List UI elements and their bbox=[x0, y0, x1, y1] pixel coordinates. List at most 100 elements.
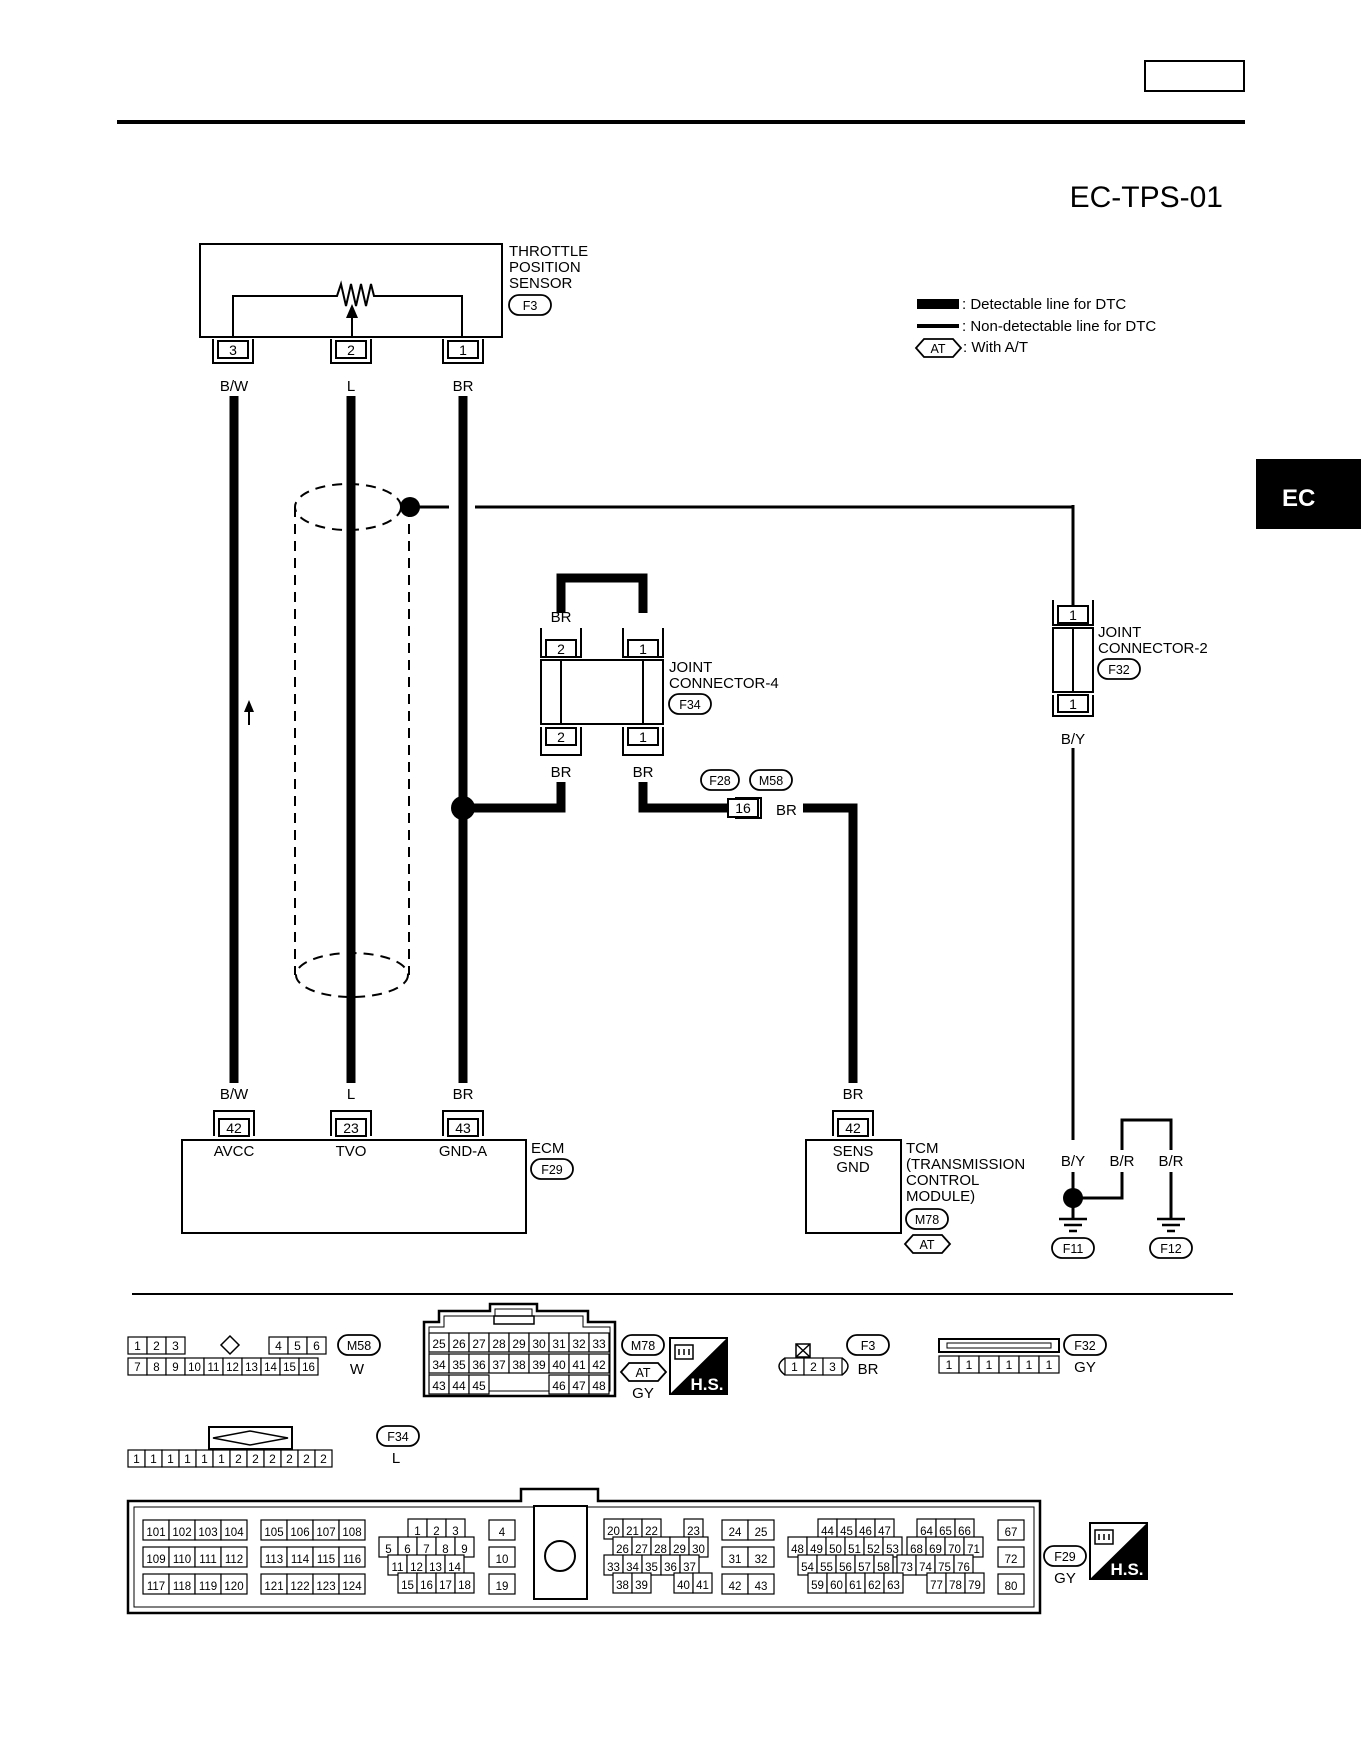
m78-pin-number: 25 bbox=[432, 1337, 446, 1351]
f29-pin-number: 3 bbox=[452, 1526, 458, 1538]
f29-pin-number: 122 bbox=[290, 1581, 309, 1593]
m78-tag bbox=[621, 1334, 665, 1356]
m58-pin-number: 8 bbox=[153, 1362, 159, 1374]
m78-pin-number: 32 bbox=[572, 1337, 586, 1351]
f29-pin-number: 38 bbox=[616, 1580, 629, 1592]
m58-key-icon bbox=[219, 1334, 241, 1356]
f29-pin-number: 119 bbox=[199, 1581, 217, 1593]
f29-pin-number: 103 bbox=[198, 1527, 217, 1539]
joint2-connector-id: F32 bbox=[1108, 663, 1130, 677]
sensor-pin-2-housing bbox=[330, 339, 372, 364]
f29-pin-cell bbox=[747, 1519, 775, 1541]
tcm-pin-42-number: 42 bbox=[845, 1120, 861, 1136]
f29-pin-number: 13 bbox=[429, 1562, 442, 1574]
wire-br-splice-to-joint4[interactable] bbox=[463, 782, 566, 813]
ecm-terminal-avcc: AVCC bbox=[214, 1143, 255, 1160]
f29-pin-number: 24 bbox=[729, 1527, 742, 1539]
joint4-name-line-2: CONNECTOR-4 bbox=[669, 675, 779, 692]
f34-pin-number: 2 bbox=[252, 1452, 259, 1466]
m58-pin-number: 1 bbox=[134, 1339, 141, 1353]
legend-with-at-label: : With A/T bbox=[963, 339, 1028, 356]
f29-pin-number: 115 bbox=[317, 1554, 335, 1566]
joint4-top-loop-wire[interactable] bbox=[556, 573, 648, 613]
f29-pin-number: 33 bbox=[607, 1562, 620, 1574]
wire-br-inline-to-tcm[interactable] bbox=[803, 803, 858, 1083]
m78-pin-number: 29 bbox=[512, 1337, 526, 1351]
f29-pin-number: 74 bbox=[919, 1562, 932, 1574]
m58-color: W bbox=[350, 1361, 365, 1378]
joint2-top-pin bbox=[1057, 605, 1089, 624]
f34-pin-number: 1 bbox=[150, 1452, 157, 1466]
f32-pin-number: 1 bbox=[986, 1358, 993, 1372]
f29-pin-number: 36 bbox=[664, 1562, 677, 1574]
f29-center-hole bbox=[544, 1540, 576, 1572]
wire-br-joint4-to-inline[interactable] bbox=[638, 782, 731, 813]
m78-pin-number: 43 bbox=[432, 1379, 446, 1393]
joint-connector-2: 1 1 B/Y JOINT CONNECTOR-2 F32 bbox=[1052, 600, 1208, 748]
joint2-name-line-1: JOINT bbox=[1098, 624, 1141, 641]
f34-pin-number: 1 bbox=[218, 1452, 225, 1466]
tcm-pin-42 bbox=[837, 1118, 869, 1137]
f29-pin-number: 70 bbox=[948, 1544, 961, 1556]
ecm-pin-42-housing bbox=[213, 1110, 255, 1136]
f29-pin-number: 15 bbox=[401, 1580, 414, 1592]
f34-pin-number: 1 bbox=[184, 1452, 191, 1466]
joint4-top-pin-2-number: 2 bbox=[557, 641, 565, 657]
ground-f11-icon bbox=[1059, 1217, 1087, 1233]
f29-pin-number: 30 bbox=[692, 1544, 705, 1556]
f3-pin-number: 2 bbox=[810, 1360, 817, 1374]
f29-pin-number: 10 bbox=[496, 1554, 509, 1566]
f29-pin-number: 78 bbox=[949, 1580, 962, 1592]
ground-br-left-lead[interactable] bbox=[1073, 1172, 1124, 1200]
tcm-name-line-1: TCM bbox=[906, 1140, 939, 1157]
f29-pin-number: 57 bbox=[858, 1562, 871, 1574]
sensor-connector-tag bbox=[508, 294, 552, 316]
sensor-pin-2-number: 2 bbox=[347, 342, 355, 358]
f29-pin-number: 45 bbox=[840, 1526, 853, 1538]
f3-housing-ends bbox=[778, 1357, 849, 1376]
tcm-name-line-4: MODULE) bbox=[906, 1188, 975, 1205]
f29-pin-number: 121 bbox=[264, 1581, 283, 1593]
legend-nondetectable-swatch bbox=[917, 324, 959, 328]
m58-pin-number: 13 bbox=[245, 1362, 258, 1374]
joint4-bottom-pin-2 bbox=[545, 727, 577, 746]
m78-pin-number: 47 bbox=[572, 1379, 586, 1393]
joint4-bottom-wire-color-right: BR bbox=[633, 764, 654, 781]
f29-pin-number: 116 bbox=[343, 1554, 361, 1566]
joint-connector-4: BR 2 1 2 1 BR BR JOINT CONNECTOR-4 F34 bbox=[540, 573, 779, 781]
f29-pin-number: 59 bbox=[811, 1580, 824, 1592]
ground-f12-id: F12 bbox=[1160, 1242, 1182, 1256]
joint4-bottom-wire-color-left: BR bbox=[551, 764, 572, 781]
m78-latch bbox=[493, 1315, 535, 1325]
f29-pin-number: 55 bbox=[820, 1562, 833, 1574]
f29-pin-number: 50 bbox=[829, 1544, 842, 1556]
sensor-pin-2 bbox=[335, 340, 367, 359]
f29-pin-number: 104 bbox=[224, 1527, 244, 1539]
f29-pin-number: 18 bbox=[458, 1580, 471, 1592]
f34-latch-diamond-icon bbox=[212, 1430, 289, 1446]
f29-pin-number: 66 bbox=[958, 1526, 971, 1538]
f29-pin-number: 4 bbox=[499, 1527, 506, 1539]
f29-pin-number: 109 bbox=[146, 1554, 165, 1566]
joint4-bottom-pin-1-number: 1 bbox=[639, 729, 647, 745]
f34-tag-id: F34 bbox=[387, 1430, 409, 1444]
joint2-bottom-pin-number: 1 bbox=[1069, 696, 1077, 712]
ground-bridge-wire[interactable] bbox=[1120, 1118, 1173, 1150]
ecm-pin-23-housing bbox=[330, 1110, 372, 1136]
sensor-connector-id: F3 bbox=[523, 299, 538, 313]
f29-pin-number: 60 bbox=[830, 1580, 843, 1592]
f3-pin-number: 1 bbox=[791, 1360, 798, 1374]
ecm-body bbox=[181, 1139, 527, 1234]
ecm: B/W L BR 42 23 43 AVCC TVO GND-A ECM F29 bbox=[181, 1086, 574, 1234]
f29-pin-number: 1 bbox=[414, 1526, 420, 1538]
f29-pin-cell bbox=[997, 1519, 1025, 1541]
grounds: B/Y B/R B/R F11 F12 bbox=[1051, 1118, 1193, 1259]
legend-nondetectable-label: : Non-detectable line for DTC bbox=[962, 318, 1156, 335]
ecm-pin-42-number: 42 bbox=[226, 1120, 242, 1136]
f29-pin-number: 107 bbox=[316, 1527, 335, 1539]
section-tab[interactable] bbox=[1256, 459, 1361, 529]
legend: : Detectable line for DTC : Non-detectab… bbox=[914, 296, 1156, 358]
f29-pin-number: 112 bbox=[225, 1554, 243, 1566]
f29-pin-cell bbox=[488, 1546, 516, 1568]
